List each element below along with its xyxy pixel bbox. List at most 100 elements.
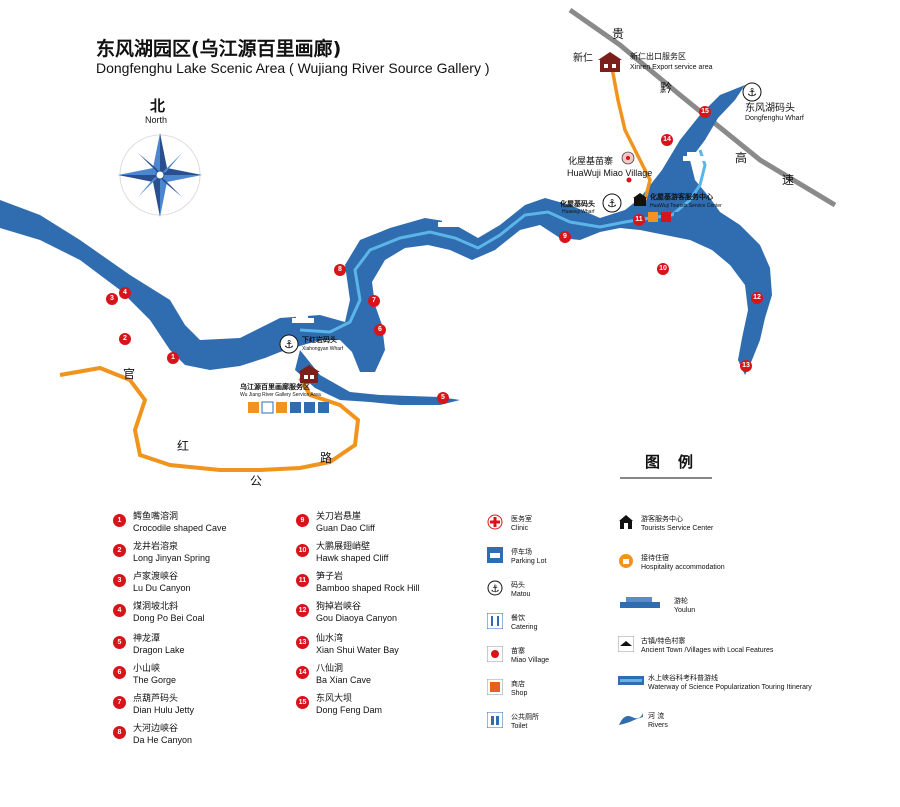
service-center-icon [619, 515, 633, 529]
gallery-service-cn: 乌江源百里画廊服务区 [240, 383, 310, 391]
waterway-route [299, 149, 707, 334]
parking-icon [487, 547, 503, 563]
local-road-char-3: 公 [250, 474, 263, 488]
attraction-name-cn: 龙井岩溶泉 [133, 542, 179, 552]
map-marker-2[interactable]: 2 [119, 333, 131, 345]
expressway-char-3: 高 [735, 151, 748, 165]
attraction-name-cn: 卢家渡峡谷 [133, 572, 179, 582]
service-center-icon [633, 193, 647, 206]
compass-rose-icon [118, 133, 202, 217]
map-marker-4[interactable]: 4 [119, 287, 131, 299]
river-main [0, 85, 772, 375]
river-branch [295, 350, 460, 405]
attraction-number: 11 [296, 574, 309, 587]
attraction-name-en: Hawk shaped Cliff [316, 553, 389, 563]
gallery-service-en: Wu Jiang River Gallery Service Area [240, 392, 321, 398]
anchor-icon: ⚓ [602, 193, 622, 213]
attraction-name-en: Da He Canyon [133, 735, 193, 745]
map-marker-3[interactable]: 3 [106, 293, 118, 305]
xiahongyan-wharf-cn: 下红岩码头 [302, 336, 337, 344]
cruise-ship-icon [292, 314, 314, 323]
map-marker-1[interactable]: 1 [167, 352, 179, 364]
attraction-number: 5 [113, 636, 126, 649]
attraction-name-en: Dong Feng Dam [316, 705, 383, 715]
hospitality-icon [619, 554, 633, 568]
attraction-name-cn: 神龙潭 [133, 634, 161, 644]
attraction-name-en: Guan Dao Cliff [316, 523, 375, 533]
map-marker-10[interactable]: 10 [657, 263, 669, 275]
attraction-name-en: The Gorge [133, 675, 177, 685]
cruise-ship-icon [620, 597, 660, 608]
svg-text:⚓: ⚓ [607, 197, 617, 210]
expressway-char-4: 速 [782, 173, 795, 187]
xinren-building-icon [598, 52, 622, 72]
xinren-export-en: Xinren Export service area [630, 64, 713, 71]
map-marker-11[interactable]: 11 [633, 214, 645, 226]
compass-north-en: North [145, 115, 168, 125]
local-road-char-2: 红 [177, 439, 190, 453]
attraction-number: 13 [296, 636, 309, 649]
map-marker-13[interactable]: 13 [740, 360, 752, 372]
attraction-number: 7 [113, 696, 126, 709]
attraction-name-cn: 狗掉岩峡谷 [316, 602, 362, 612]
anchor-icon: ⚓ [487, 580, 503, 596]
map-marker-5[interactable]: 5 [437, 392, 449, 404]
attraction-name-cn: 大河边峡谷 [133, 724, 179, 734]
attraction-name-cn: 鳄鱼嘴溶洞 [133, 512, 179, 522]
miao-village-dot [626, 177, 632, 183]
miao-village-icon [621, 151, 635, 165]
xinren-road [610, 67, 652, 201]
service-building-icon [298, 365, 320, 383]
clinic-icon [487, 514, 503, 530]
huawuji-center-en: HuaWuji Tourists Service Center [650, 203, 722, 209]
map-marker-9[interactable]: 9 [559, 231, 571, 243]
attraction-number: 2 [113, 544, 126, 557]
local-road [59, 365, 361, 472]
svg-text:⚓: ⚓ [491, 584, 500, 595]
attraction-number: 12 [296, 604, 309, 617]
map-title-en: Dongfenghu Lake Scenic Area ( Wujiang Ri… [96, 60, 490, 76]
xinren-export-cn: 新仁出口服务区 [630, 52, 686, 61]
miao-village-icon [487, 646, 503, 662]
attraction-name-cn: 点葫芦码头 [133, 694, 179, 704]
map-marker-14[interactable]: 14 [661, 134, 673, 146]
map-marker-15[interactable]: 15 [699, 106, 711, 118]
attraction-name-en: Xian Shui Water Bay [316, 645, 399, 655]
expressway-char-1: 贵 [612, 27, 625, 41]
expressway-line [568, 7, 837, 208]
attraction-name-cn: 仙水湾 [316, 634, 344, 644]
attraction-number: 14 [296, 666, 309, 679]
attraction-name-en: Bamboo shaped Rock Hill [316, 583, 420, 593]
attraction-number: 15 [296, 696, 309, 709]
map-title-cn: 东风湖园区(乌江源百里画廊) [96, 38, 342, 60]
xiahongyan-wharf-en: Xiahongyan Wharf [302, 346, 344, 352]
anchor-icon: ⚓ [279, 334, 299, 354]
toilet-icon [487, 712, 503, 728]
dongfenghu-wharf-en: Dongfenghu Wharf [745, 115, 804, 122]
attraction-name-cn: 笋子岩 [316, 572, 344, 582]
huawuji-miao-cn: 化屋基苗寨 [568, 157, 614, 167]
huawuji-center-cn: 化屋基游客服务中心 [650, 193, 713, 201]
gallery-service-icons [248, 401, 329, 414]
local-road-char-1: 官 [123, 367, 136, 381]
attraction-number: 1 [113, 514, 126, 527]
map-marker-8[interactable]: 8 [334, 264, 346, 276]
map-marker-7[interactable]: 7 [368, 295, 380, 307]
legend-title: 图例 [645, 453, 712, 471]
attraction-number: 9 [296, 514, 309, 527]
attraction-name-en: Dong Po Bei Coal [133, 613, 205, 623]
huawuji-wharf-cn: 化屋基码头 [560, 200, 595, 208]
attraction-name-cn: 小山峡 [133, 664, 161, 674]
map-marker-12[interactable]: 12 [751, 292, 763, 304]
map-marker-6[interactable]: 6 [374, 324, 386, 336]
